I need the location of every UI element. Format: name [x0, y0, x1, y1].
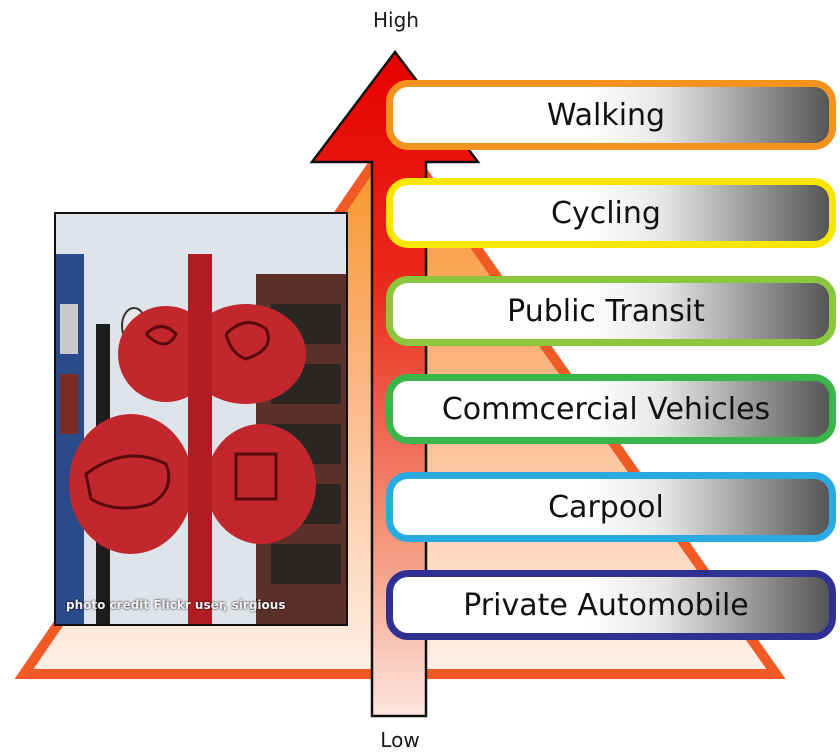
mode-item-cycling: Cycling	[386, 178, 836, 248]
photo-credit: photo credit Flickr user, sirgious	[66, 598, 286, 612]
mode-item-walking: Walking	[386, 80, 836, 150]
wayfinding-sign-photo: photo credit Flickr user, sirgious	[54, 212, 348, 626]
mode-label: Public Transit	[507, 293, 705, 329]
mode-label: Cycling	[551, 195, 661, 231]
axis-high-label: High	[373, 8, 419, 32]
mode-label: Walking	[546, 97, 666, 133]
mode-item-commcercial-vehicles: Commcercial Vehicles	[386, 374, 836, 444]
mode-item-public-transit: Public Transit	[386, 276, 836, 346]
mode-label: Carpool	[548, 489, 664, 525]
mode-label: Commcercial Vehicles	[441, 391, 771, 427]
axis-low-label: Low	[380, 728, 420, 752]
mode-item-private-automobile: Private Automobile	[386, 570, 836, 640]
mode-item-carpool: Carpool	[386, 472, 836, 542]
mode-label: Private Automobile	[463, 587, 749, 623]
